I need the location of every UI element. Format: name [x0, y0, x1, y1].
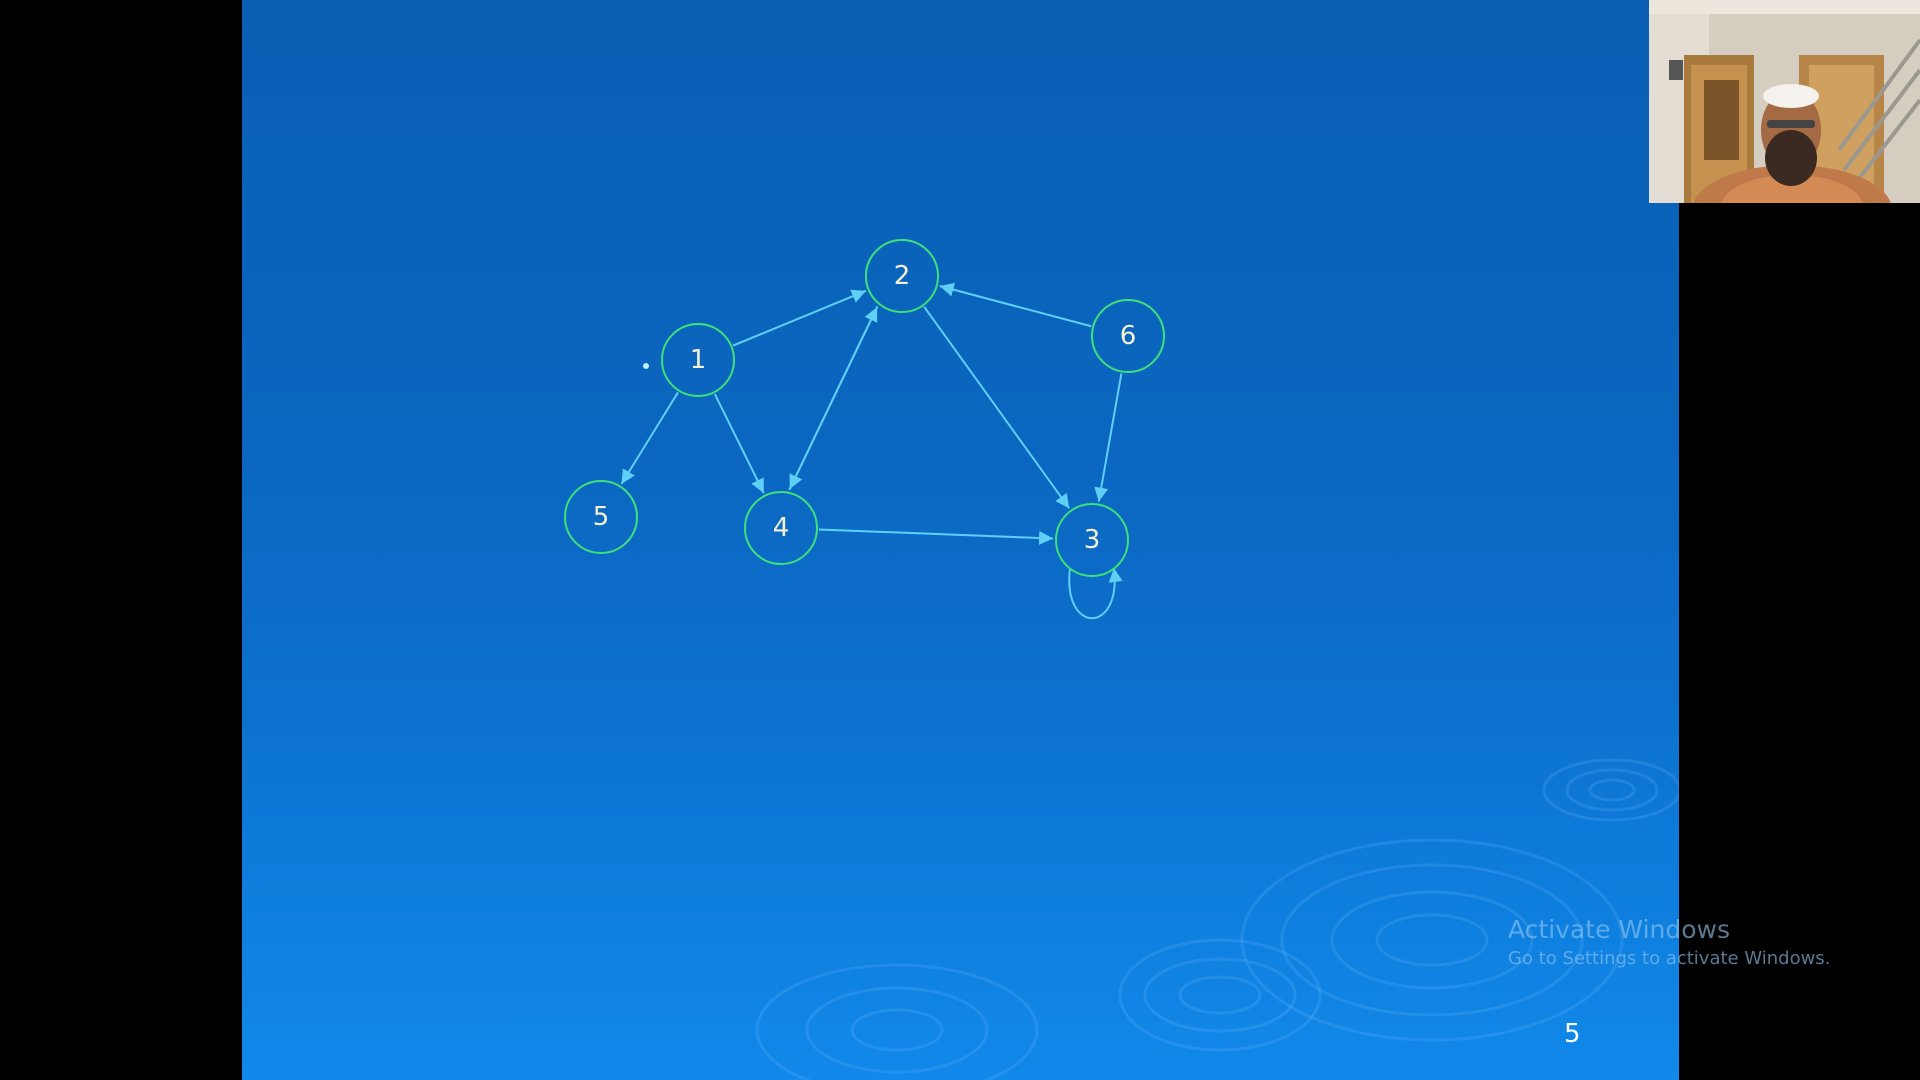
- node-label: 6: [1120, 321, 1137, 351]
- edge-2-to-3: [923, 306, 1071, 509]
- node-circle: [564, 480, 638, 554]
- graph-node-3: 3: [1055, 503, 1129, 577]
- node-circle: [1091, 299, 1165, 373]
- node-circle: [661, 323, 735, 397]
- directed-graph: 1 2 3 4 5 6: [564, 239, 1165, 620]
- graph-node-6: 6: [1091, 299, 1165, 373]
- graph-node-4: 4: [744, 491, 818, 565]
- edge-4-to-3: [818, 528, 1054, 545]
- edge-2-to-4: [788, 305, 879, 490]
- pointer-dot: [643, 363, 649, 369]
- activate-windows-title: Activate Windows: [1508, 915, 1730, 944]
- node-label: 2: [894, 261, 911, 291]
- presentation-slide: 1 2 3 4 5 6 5: [242, 0, 1679, 1080]
- node-label: 3: [1084, 525, 1101, 555]
- node-label: 1: [690, 345, 707, 375]
- activate-windows-subtitle: Go to Settings to activate Windows.: [1508, 948, 1831, 969]
- graph-node-1: 1: [661, 323, 735, 397]
- edge-3-self-loop: [1068, 567, 1123, 620]
- node-label: 5: [593, 502, 610, 532]
- graph-node-2: 2: [865, 239, 939, 313]
- node-circle: [865, 239, 939, 313]
- slide-number: 5: [1564, 1019, 1581, 1049]
- edge-6-to-3: [1094, 373, 1123, 502]
- presenter-webcam-feed: [1649, 0, 1920, 203]
- water-ripple-decoration: [755, 758, 1679, 1080]
- webcam-video-icon: [1649, 0, 1920, 203]
- edge-1-to-2: [732, 289, 867, 347]
- node-circle: [744, 491, 818, 565]
- activate-windows-watermark: Activate Windows Go to Settings to activ…: [1508, 914, 1830, 972]
- node-label: 4: [773, 513, 790, 543]
- edge-1-to-5: [620, 391, 679, 485]
- edge-1-to-4: [713, 393, 765, 494]
- graph-edges: [620, 282, 1123, 620]
- node-circle: [1055, 503, 1129, 577]
- graph-nodes: 1 2 3 4 5 6: [564, 239, 1165, 577]
- graph-node-5: 5: [564, 480, 638, 554]
- edge-6-to-2: [939, 282, 1092, 328]
